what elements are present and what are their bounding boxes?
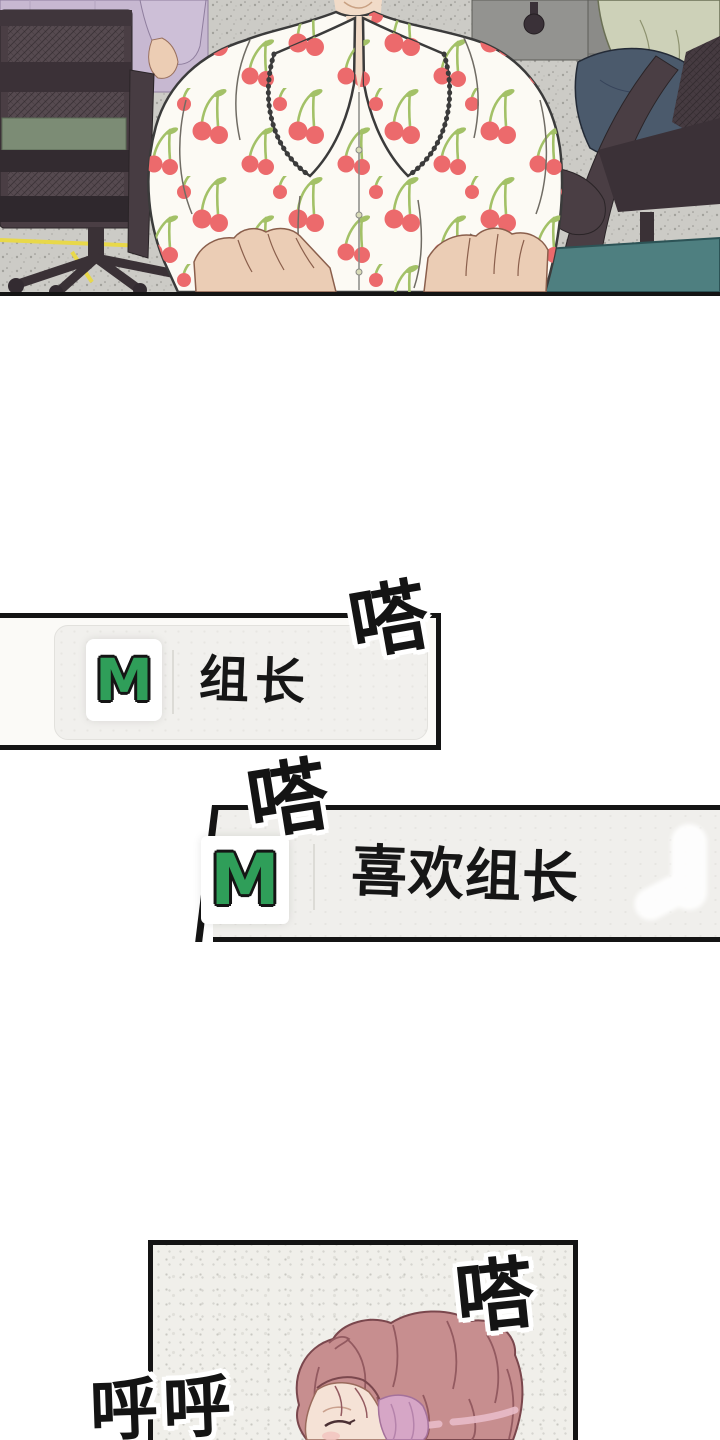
lavender-hair-strands xyxy=(377,1394,429,1440)
screen-glare-shape xyxy=(628,824,717,928)
typed-text-2: 喜欢组长 xyxy=(349,839,581,912)
left-office-chair xyxy=(0,9,196,292)
standing-coworker xyxy=(139,0,207,79)
panel-closeup-smiling xyxy=(148,1240,578,1440)
messenger-m-icon: M xyxy=(95,646,153,714)
messenger-m-icon: M xyxy=(210,839,280,921)
closeup-scene xyxy=(295,1310,524,1440)
chat-search-box-1: M 组长 xyxy=(0,613,441,750)
sfx-typing-1: 嗒 xyxy=(342,569,436,673)
chat-search-box-2: M 喜欢组长 xyxy=(195,805,720,942)
typed-text-1: 组长 xyxy=(198,650,312,712)
office-scene xyxy=(0,0,720,292)
sfx-typing-3: 嗒 xyxy=(451,1248,539,1346)
panel-office-typing xyxy=(0,0,720,296)
big-collar xyxy=(265,16,453,179)
closed-eye xyxy=(324,1420,352,1428)
search-divider xyxy=(313,844,315,910)
search-divider xyxy=(172,650,174,714)
smiling-face xyxy=(304,1376,388,1440)
search-bar: M 组长 xyxy=(54,625,428,740)
typing-hands xyxy=(193,227,549,292)
blush xyxy=(322,1431,340,1440)
typing-figure xyxy=(147,0,564,292)
messenger-logo-tile: M xyxy=(86,639,162,721)
messenger-logo-tile: M xyxy=(201,836,289,924)
sfx-breathing: 呼呼 xyxy=(88,1367,238,1440)
sfx-typing-2: 嗒 xyxy=(241,747,335,852)
